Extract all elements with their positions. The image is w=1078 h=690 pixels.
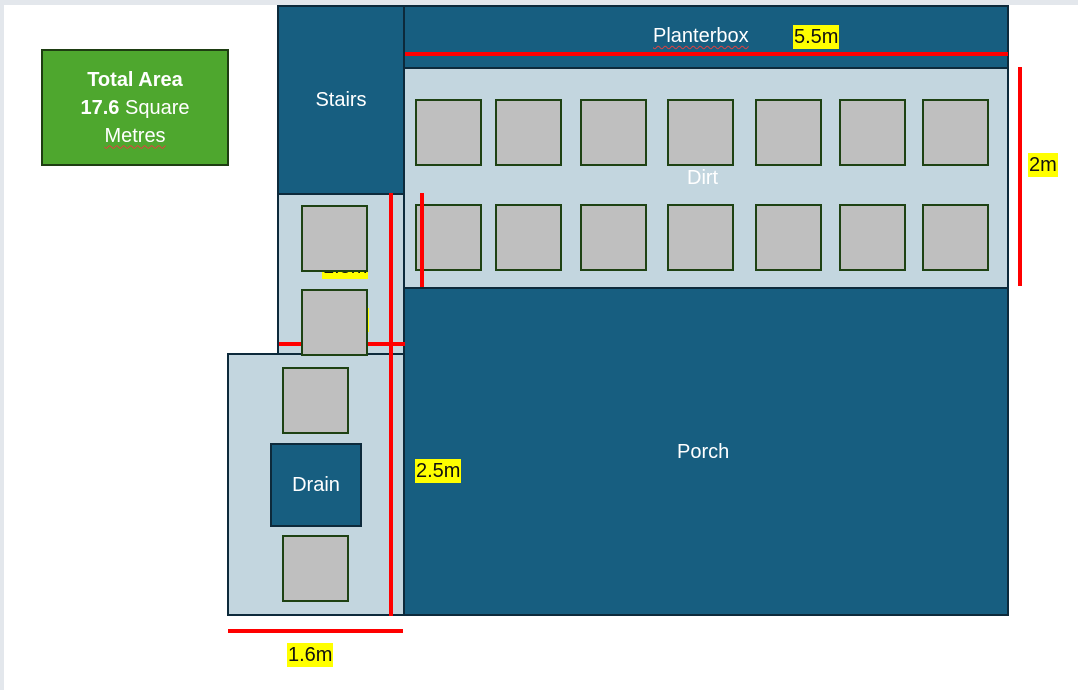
dirt-tile[interactable] [922,204,989,271]
total-area-value-line: 17.6 Square [43,94,227,122]
side-length-measure-line [389,193,393,616]
dirt-tile[interactable] [755,204,822,271]
planterbox-length-label: 5.5m [793,25,840,49]
side-length-label: 2.5m [415,459,462,483]
total-area-box[interactable]: Total Area 17.6 Square Metres [41,49,229,166]
dirt-tile[interactable] [415,99,482,166]
dirt-tile[interactable] [839,99,906,166]
porch-label: Porch [677,441,730,463]
dirt-tile[interactable] [580,99,647,166]
dirt-tile[interactable] [415,204,482,271]
porch-zone[interactable]: Porch [403,287,1009,616]
planterbox-label: Planterbox [653,25,749,47]
dirt-tile[interactable] [667,204,734,271]
dirt-tile[interactable] [580,204,647,271]
dirt-tile[interactable] [495,99,562,166]
side-width-measure-line [228,629,403,633]
dirt-tile[interactable] [495,204,562,271]
drain-zone[interactable]: Drain [270,443,362,527]
side-tile[interactable] [282,367,349,434]
dirt-tile[interactable] [839,204,906,271]
diagram-canvas: Total Area 17.6 Square Metres Stairs Pla… [4,5,1078,690]
stairs-label: Stairs [315,88,367,111]
planterbox-measure-line [405,52,1008,56]
stairs-zone[interactable]: Stairs [277,5,405,195]
total-area-value: 17.6 [80,96,120,119]
planterbox-zone[interactable]: Planterbox 5.5m [403,5,1009,69]
side-tile[interactable] [301,289,368,356]
side-width-label: 1.6m [287,643,334,667]
side-tile[interactable] [282,535,349,602]
total-area-unit: Square [125,96,190,119]
side-tile[interactable] [301,205,368,272]
dirt-depth-measure-line [1018,67,1022,286]
total-area-unit-line2: Metres [104,124,166,147]
drain-label: Drain [292,473,340,496]
total-area-title: Total Area [87,68,183,91]
dirt-tile[interactable] [667,99,734,166]
dirt-depth-label: 2m [1028,153,1058,177]
dirt-label: Dirt [687,167,719,189]
dirt-tile[interactable] [922,99,989,166]
dirt-tile[interactable] [755,99,822,166]
tile-gap-measure-line [420,193,424,287]
